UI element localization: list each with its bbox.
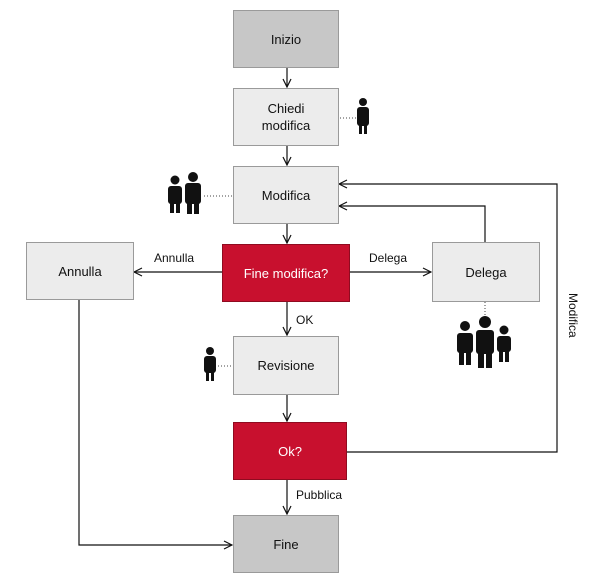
node-fine-modifica-decision: Fine modifica? <box>222 244 350 302</box>
node-inizio: Inizio <box>233 10 339 68</box>
reviewer-person-icon <box>204 347 216 381</box>
person-icon <box>357 98 369 134</box>
node-ok-decision: Ok? <box>233 422 347 480</box>
node-fine-modifica-label: Fine modifica? <box>243 265 329 281</box>
edge-delega-modifica <box>339 206 486 242</box>
node-modifica-label: Modifica <box>261 187 311 203</box>
edge-label-pubblica: Pubblica <box>296 488 343 502</box>
node-fine-label: Fine <box>273 536 299 552</box>
node-inizio-label: Inizio <box>270 31 302 47</box>
node-revisione-label: Revisione <box>257 358 315 373</box>
edge-label-ok: OK <box>296 313 314 327</box>
edge-label-modifica-loop: Modifica <box>566 293 580 338</box>
node-annulla: Annulla <box>26 242 134 300</box>
two-persons-icon <box>168 172 201 214</box>
group-persons-icon <box>457 316 511 368</box>
edge-ok-modifica-loop <box>339 184 558 453</box>
node-ok-label: Ok? <box>278 443 302 459</box>
node-modifica: Modifica <box>233 166 339 224</box>
edge-annulla-fine <box>78 300 232 545</box>
node-chiedi-modifica-line2: modifica <box>261 118 311 133</box>
edge-label-annulla: Annulla <box>154 251 195 265</box>
node-chiedi-modifica-line1: Chiedi <box>267 101 305 116</box>
node-delega: Delega <box>432 242 540 302</box>
node-revisione: Revisione <box>233 336 339 395</box>
node-fine: Fine <box>233 515 339 573</box>
node-delega-label: Delega <box>465 264 507 280</box>
edge-label-delega: Delega <box>369 251 408 265</box>
node-annulla-label: Annulla <box>58 263 102 279</box>
node-chiedi-modifica: Chiedi modifica <box>233 88 339 146</box>
